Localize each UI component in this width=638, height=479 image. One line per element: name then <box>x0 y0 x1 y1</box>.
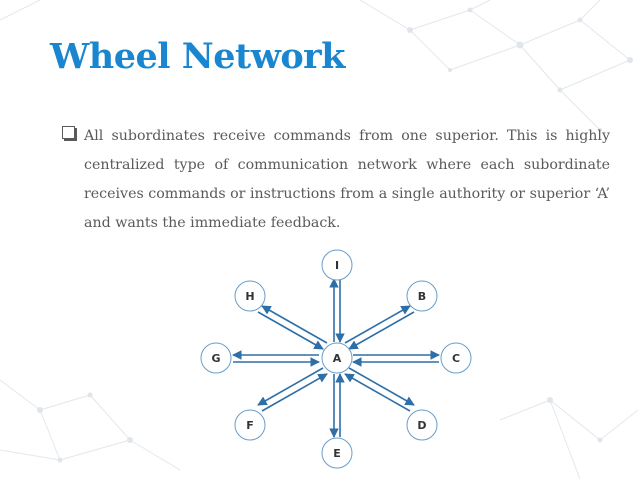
link-a-b-out <box>344 305 411 344</box>
node-f: F <box>234 409 266 441</box>
node-c-label: C <box>452 352 460 365</box>
node-i-label: I <box>335 259 339 272</box>
links <box>232 278 440 438</box>
node-e-label: E <box>333 447 341 460</box>
slide-title: Wheel Network <box>50 36 345 77</box>
link-a-f-out <box>257 367 324 406</box>
link-a-f-in <box>261 373 328 412</box>
link-a-h-out <box>261 305 328 344</box>
bullet-text: All subordinates receive commands from o… <box>84 128 610 231</box>
node-g: G <box>200 342 232 374</box>
node-h-label: H <box>245 290 254 303</box>
node-a: A <box>321 342 353 374</box>
link-a-b-in <box>348 311 415 350</box>
node-f-label: F <box>246 419 254 432</box>
link-a-d-in <box>344 373 411 412</box>
checkbox-bullet-icon <box>62 126 75 139</box>
node-b-label: B <box>418 290 426 303</box>
node-b: B <box>406 280 438 312</box>
link-a-d-out <box>348 367 415 406</box>
node-h: H <box>234 280 266 312</box>
node-d: D <box>406 409 438 441</box>
node-e: E <box>321 437 353 469</box>
bullet-item: All subordinates receive commands from o… <box>62 122 610 238</box>
node-d-label: D <box>417 419 426 432</box>
node-a-label: A <box>333 352 342 365</box>
node-c: C <box>440 342 472 374</box>
node-i: I <box>321 249 353 281</box>
node-g-label: G <box>211 352 220 365</box>
link-a-h-in <box>257 311 324 350</box>
